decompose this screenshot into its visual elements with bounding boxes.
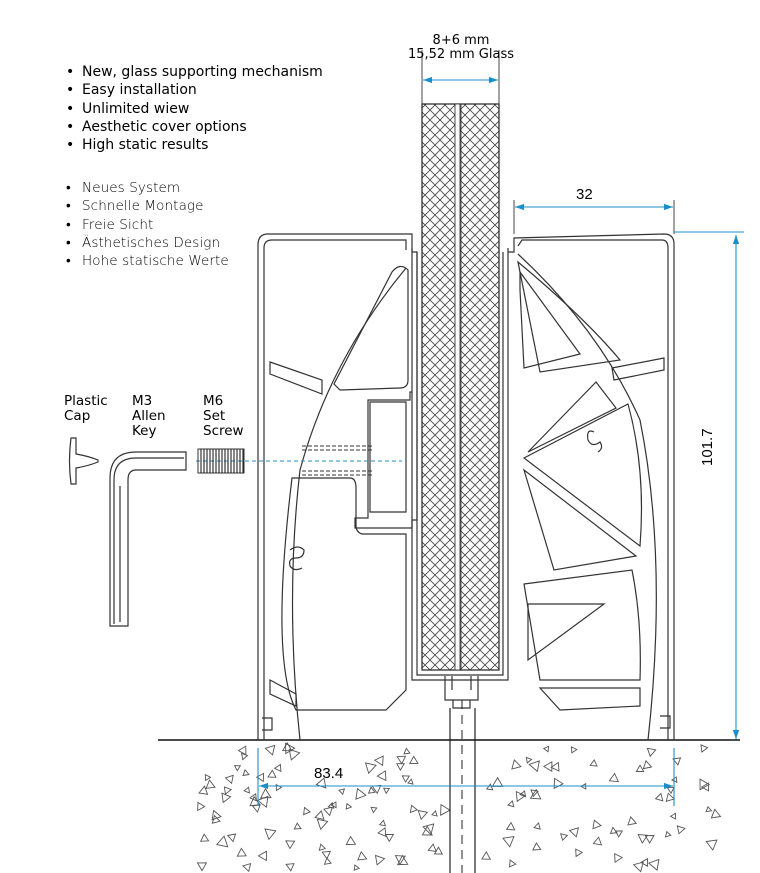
glass-panel xyxy=(421,50,500,671)
allen-key-label-line: Allen xyxy=(132,408,166,424)
allen-key-label-line: Key xyxy=(132,423,157,439)
feature-list-english: New, glass supporting mechanism Easy ins… xyxy=(66,63,323,155)
feature-en-item: High static results xyxy=(66,136,323,155)
feature-en-item: New, glass supporting mechanism xyxy=(66,63,323,82)
feature-en-item: Easy installation xyxy=(66,81,323,100)
right-profile xyxy=(508,233,675,741)
height-value: 101.7 xyxy=(699,428,716,466)
feature-de-item: Neues System xyxy=(66,179,229,198)
feature-de-item: Hohe statische Werte xyxy=(66,252,229,271)
plastic-cap-label: Plastic Cap xyxy=(64,394,108,424)
set-screw-label-line: Screw xyxy=(203,423,244,439)
plastic-cap-label-line: Cap xyxy=(64,408,91,424)
glass-thickness-line2: 15,52 mm Glass xyxy=(407,47,514,62)
feature-de-item: Schnelle Montage xyxy=(66,197,229,216)
feature-de-item: Ästhetisches Design xyxy=(66,234,229,253)
plastic-cap-part xyxy=(68,437,99,485)
top-width-value: 32 xyxy=(576,186,593,203)
set-screw-part xyxy=(197,448,245,474)
allen-key-label: M3 Allen Key xyxy=(132,394,166,439)
glass-thickness-label: 8+6 mm 15,52 mm Glass xyxy=(400,34,522,62)
set-screw-label-line: M6 xyxy=(203,393,224,409)
allen-key-part xyxy=(109,451,187,627)
glass-thickness-line1: 8+6 mm xyxy=(432,33,490,48)
feature-de-item: Freie Sicht xyxy=(66,216,229,235)
feature-en-item: Unlimited wiew xyxy=(66,100,323,119)
concrete-foundation xyxy=(158,739,740,873)
feature-en-item: Aesthetic cover options xyxy=(66,118,323,137)
feature-list-german: Neues System Schnelle Montage Freie Sich… xyxy=(66,179,229,271)
anchor-bolt xyxy=(449,700,476,873)
dimension-lines xyxy=(257,76,744,806)
left-profile xyxy=(257,233,418,741)
set-screw-label-line: Set xyxy=(203,408,226,424)
set-screw-label: M6 Set Screw xyxy=(203,394,244,439)
allen-key-label-line: M3 xyxy=(132,393,153,409)
plastic-cap-label-line: Plastic xyxy=(64,393,108,409)
base-width-value: 83.4 xyxy=(314,765,344,782)
